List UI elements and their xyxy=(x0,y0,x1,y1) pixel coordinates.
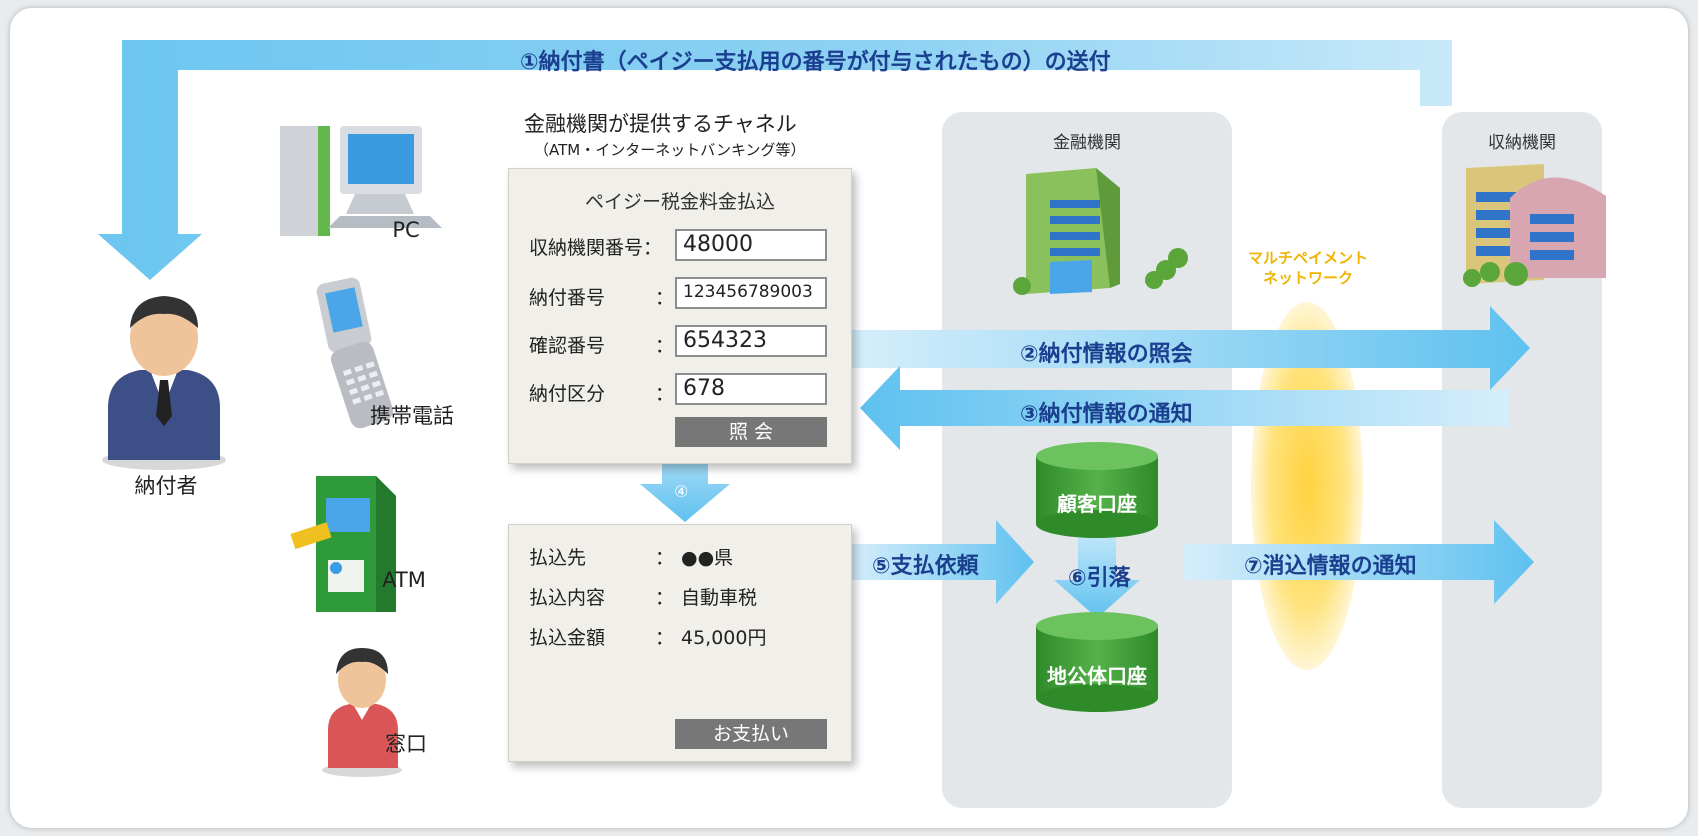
field-colon: ： xyxy=(655,287,675,309)
field-label-payment-number: 納付番号 xyxy=(529,287,606,309)
customer-account-label: 顧客口座 xyxy=(1057,492,1137,516)
step4-label: ④ xyxy=(674,482,689,501)
payment-confirm-box: 払込先 ： ●●県 払込内容 ： 自動車税 払込金額 ： 45,000円 お支払… xyxy=(508,524,852,762)
atm-icon xyxy=(290,476,396,612)
payment-number-input[interactable]: 123456789003 xyxy=(675,277,827,309)
field-colon: ： xyxy=(655,383,675,405)
step6-arrow xyxy=(1054,536,1140,618)
collector-panel xyxy=(1442,112,1602,808)
row-label-payee: 払込先 xyxy=(529,547,587,569)
collector-number-input[interactable]: 48000 xyxy=(675,229,827,261)
payeasy-form: ペイジー税金料金払込 収納機関番号： 48000 納付番号 ： 12345678… xyxy=(508,168,852,464)
field-label-collector: 収納機関番号： xyxy=(529,237,663,259)
form-title: ペイジー税金料金払込 xyxy=(584,191,775,213)
payer-label: 納付者 xyxy=(134,474,198,498)
channel-title: 金融機関が提供するチャネル xyxy=(524,112,797,136)
row-label-amount: 払込金額 xyxy=(529,627,606,649)
step5-label: ⑤支払依頼 xyxy=(872,554,979,579)
pay-button[interactable]: お支払い xyxy=(675,719,827,749)
row-colon: ： xyxy=(655,547,675,569)
channel-subtitle: （ATM・インターネットバンキング等） xyxy=(534,141,806,159)
gov-account-label: 地公体口座 xyxy=(1047,664,1147,688)
content-value: 自動車税 xyxy=(681,587,758,609)
collector-building-icon xyxy=(1463,164,1606,287)
collector-title: 収納機関 xyxy=(1488,133,1556,153)
atm-label: ATM xyxy=(382,568,426,592)
field-label-payment-category: 納付区分 xyxy=(529,383,606,405)
bank-building-icon xyxy=(1013,168,1188,295)
step1-label: ①納付書（ペイジー支払用の番号が付与されたもの）の送付 xyxy=(520,50,1111,75)
counter-staff-icon xyxy=(322,648,402,777)
flow-graphics xyxy=(98,40,1606,808)
step7-label: ⑦消込情報の通知 xyxy=(1244,554,1417,579)
row-colon: ： xyxy=(655,587,675,609)
step2-label: ②納付情報の照会 xyxy=(1020,342,1193,367)
mobile-label: 携帯電話 xyxy=(370,404,454,428)
gov-account-cylinder xyxy=(1036,612,1158,712)
payee-value: ●●県 xyxy=(681,547,734,569)
step5-arrow xyxy=(850,520,1034,604)
step1-arrow xyxy=(98,40,1452,280)
step7-arrow xyxy=(1184,520,1534,604)
step3-label: ③納付情報の通知 xyxy=(1020,402,1193,427)
field-colon: ： xyxy=(655,335,675,357)
step2-arrow xyxy=(850,306,1530,390)
payer-icon xyxy=(102,296,226,470)
diagram-canvas: ①納付書（ペイジー支払用の番号が付与されたもの）の送付 ②納付情報の照会 ③納付… xyxy=(10,8,1688,828)
amount-value: 45,000円 xyxy=(681,627,767,649)
network-label-line2: ネットワーク xyxy=(1262,269,1353,287)
mobile-icon xyxy=(316,277,393,429)
bank-title: 金融機関 xyxy=(1053,133,1121,153)
step4-arrow xyxy=(640,464,730,522)
field-label-confirm-number: 確認番号 xyxy=(529,335,606,357)
payment-category-input[interactable]: 678 xyxy=(675,373,827,405)
counter-label: 窓口 xyxy=(385,732,427,756)
row-label-content: 払込内容 xyxy=(529,587,606,609)
query-button[interactable]: 照 会 xyxy=(675,417,827,447)
pc-label: PC xyxy=(392,218,420,242)
row-colon: ： xyxy=(655,627,675,649)
pc-icon xyxy=(280,126,442,236)
step6-label: ⑥引落 xyxy=(1068,566,1131,591)
confirm-number-input[interactable]: 654323 xyxy=(675,325,827,357)
step3-arrow xyxy=(860,366,1510,450)
network-label-line1: マルチペイメント xyxy=(1247,249,1368,267)
customer-account-cylinder xyxy=(1036,442,1158,538)
network-label: マルチペイメント ネットワーク xyxy=(1238,248,1378,288)
